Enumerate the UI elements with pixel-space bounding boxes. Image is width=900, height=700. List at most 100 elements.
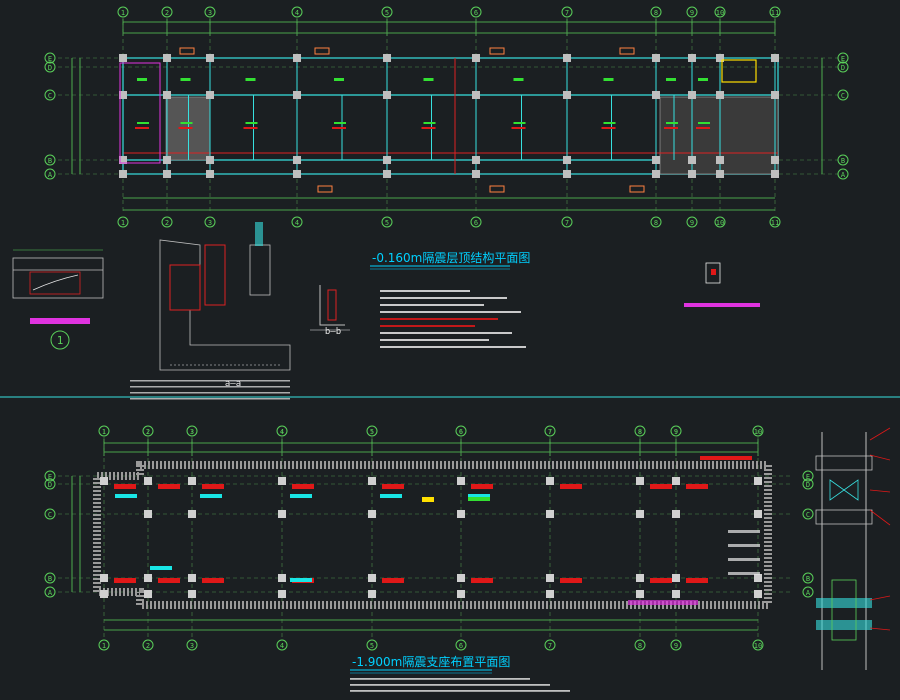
column	[293, 170, 301, 178]
column	[383, 91, 391, 99]
detail-1: 1	[12, 249, 104, 350]
axis-label: 5	[370, 642, 374, 650]
axis-label: 8	[654, 9, 658, 17]
axis-label: 3	[190, 428, 194, 436]
isolator-tag-red	[471, 578, 493, 583]
isolator-column	[672, 590, 680, 598]
detail-section-bb: b—b	[310, 285, 350, 337]
axis-bubble	[670, 639, 682, 651]
axis-bubble	[686, 6, 698, 18]
axis-bubble-right-D: D	[802, 478, 814, 490]
isolator-column	[546, 574, 554, 582]
isolator-column	[754, 510, 762, 518]
bottom-plan-title-block: -1.900m隔震支座布置平面图	[350, 654, 510, 674]
isolator-column	[368, 510, 376, 518]
axis-label: 3	[208, 219, 212, 227]
isolator-column	[368, 477, 376, 485]
axis-bubble	[366, 425, 378, 437]
column	[206, 91, 214, 99]
note-line	[728, 544, 760, 547]
isolator-column	[457, 510, 465, 518]
beam-tag	[666, 122, 678, 124]
isolator-column	[368, 590, 376, 598]
top-plan-title: -0.160m隔震层顶结构平面图	[372, 250, 530, 265]
axis-bubble	[44, 168, 56, 180]
column	[119, 156, 127, 164]
note-line	[130, 398, 290, 400]
column	[716, 156, 724, 164]
note-line	[728, 558, 760, 561]
axis-label: 6	[459, 428, 463, 436]
axis-label: 10	[754, 642, 762, 650]
axis-bubble-bottom-10: 10	[714, 216, 726, 228]
axis-bubble	[44, 508, 56, 520]
axis-label: B	[48, 157, 52, 165]
note-line	[380, 318, 498, 320]
axis-bubble-left-C: C	[44, 508, 56, 520]
axis-bubble-top-10: 10	[752, 425, 764, 437]
column	[472, 156, 480, 164]
axis-bubble	[670, 425, 682, 437]
column	[472, 54, 480, 62]
beam-tag	[180, 78, 191, 81]
axis-bubble	[837, 52, 849, 64]
top-plan-columns	[119, 54, 779, 178]
isolator-column	[636, 510, 644, 518]
axis-label: 4	[280, 428, 284, 436]
axis-label: D	[841, 64, 845, 72]
axis-bubble	[470, 216, 482, 228]
note-line	[130, 386, 290, 388]
axis-label: 4	[295, 9, 299, 17]
axis-bubble	[291, 216, 303, 228]
axis-label: 11	[771, 219, 779, 227]
axis-bubble-left-D: D	[44, 478, 56, 490]
axis-bubble	[291, 6, 303, 18]
axis-bubble	[276, 425, 288, 437]
axis-bubble-top-5: 5	[381, 6, 393, 18]
axis-bubble-top-11: 11	[769, 6, 781, 18]
axis-bubble-top-8: 8	[634, 425, 646, 437]
axis-bubble	[161, 6, 173, 18]
isolator-detail	[815, 427, 891, 670]
axis-bubble-top-3: 3	[186, 425, 198, 437]
column	[206, 54, 214, 62]
column	[563, 170, 571, 178]
axis-label: B	[48, 575, 52, 583]
axis-bubble-top-10: 10	[714, 6, 726, 18]
axis-bubble	[44, 61, 56, 73]
isolator-tag-yellow	[422, 497, 434, 502]
axis-bubble-bottom-6: 6	[470, 216, 482, 228]
bottom-magenta-mark	[628, 600, 698, 605]
beam-tag-red	[332, 127, 346, 129]
note-line	[130, 392, 290, 394]
axis-bubble	[204, 6, 216, 18]
isolator-tag-red	[202, 484, 224, 489]
axis-label: 2	[146, 642, 150, 650]
axis-bubble-left-E: E	[44, 470, 56, 482]
axis-bubble-top-6: 6	[470, 6, 482, 18]
isolator-tag-cyan	[115, 494, 137, 498]
isolator-column	[100, 574, 108, 582]
axis-bubble-bottom-9: 9	[670, 639, 682, 651]
column	[163, 54, 171, 62]
column	[206, 156, 214, 164]
top-plan-yellow-box	[721, 59, 757, 83]
axis-bubble-bottom-9: 9	[686, 216, 698, 228]
axis-bubble	[161, 216, 173, 228]
axis-bubble	[714, 6, 726, 18]
axis-bubble	[44, 478, 56, 490]
isolator-column	[278, 510, 286, 518]
note-line	[728, 530, 760, 533]
isolator-column	[457, 477, 465, 485]
axis-bubble-left-B: B	[44, 154, 56, 166]
isolator-column	[278, 590, 286, 598]
isolator-column	[636, 590, 644, 598]
note-line	[380, 304, 484, 306]
beam-tag	[603, 78, 614, 81]
column	[383, 156, 391, 164]
axis-label: 7	[548, 642, 552, 650]
axis-label: B	[841, 157, 845, 165]
axis-bubble-top-6: 6	[455, 425, 467, 437]
